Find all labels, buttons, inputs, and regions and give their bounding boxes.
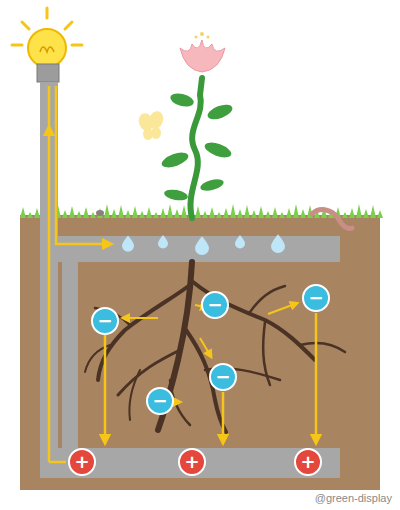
grass-blade	[342, 212, 348, 218]
grass-blade	[104, 204, 110, 218]
electron: −	[146, 387, 174, 415]
grass-blade	[125, 210, 131, 218]
grass-blade	[90, 212, 96, 218]
charge-sign: −	[215, 368, 230, 386]
soil	[20, 215, 380, 490]
butterfly	[136, 109, 165, 140]
stem	[190, 78, 202, 218]
positive-charge: +	[68, 448, 96, 476]
charge-sign: +	[184, 453, 199, 471]
water-drop	[195, 236, 209, 255]
charge-sign: +	[300, 453, 315, 471]
grass-blade	[132, 206, 138, 218]
water-drop	[122, 236, 134, 252]
grass-blade	[76, 211, 82, 218]
electron: −	[91, 307, 119, 335]
grass-blade	[279, 212, 285, 218]
worm	[312, 210, 352, 229]
grass-blade	[62, 210, 68, 218]
water-drop	[271, 234, 285, 253]
positive-charge: +	[294, 448, 322, 476]
charge-sign: −	[152, 392, 167, 410]
grass-blade	[20, 207, 26, 218]
grass-blade	[216, 212, 222, 218]
water-drop	[158, 235, 168, 249]
grass-blade	[202, 211, 208, 218]
bulb-base	[37, 64, 59, 82]
grass-blade	[153, 212, 159, 218]
grass-blade	[83, 207, 89, 218]
grass-blade	[97, 208, 103, 218]
grass-blade	[146, 207, 152, 218]
grass-blade	[160, 208, 166, 218]
grass-blade	[286, 208, 292, 218]
roots	[85, 262, 345, 432]
grass-blade	[377, 210, 383, 218]
charge-sign: −	[97, 312, 112, 330]
charge-sign: −	[308, 289, 323, 307]
water-drops	[122, 234, 285, 255]
grass-blade	[370, 205, 376, 218]
grass-blade	[272, 207, 278, 218]
grass-blade	[293, 204, 299, 218]
grass-blade	[300, 209, 306, 218]
grass-blade	[167, 204, 173, 218]
grass-blade	[230, 204, 236, 218]
grass-blade	[27, 212, 33, 218]
grass-blade	[363, 209, 369, 218]
grass-blade	[174, 209, 180, 218]
grass-blade	[195, 206, 201, 218]
grass-blade	[111, 209, 117, 218]
grass-blade	[237, 209, 243, 218]
flower	[180, 32, 225, 72]
grass-blade	[244, 205, 250, 218]
electron-flow	[105, 313, 316, 440]
grass-blade	[356, 204, 362, 218]
grass-blade	[139, 211, 145, 218]
electron: −	[302, 284, 330, 312]
charge-sign: +	[74, 453, 89, 471]
grass-blade	[69, 206, 75, 218]
grass-blade	[258, 206, 264, 218]
grass-blade	[349, 208, 355, 218]
filament	[40, 47, 54, 52]
light-bulb	[28, 29, 66, 67]
mouse	[96, 210, 104, 216]
wire	[49, 86, 108, 462]
grass-blade	[223, 208, 229, 218]
grass-blade	[265, 211, 271, 218]
grass-blade	[251, 210, 257, 218]
electron-arrows	[125, 304, 295, 402]
leaves	[160, 91, 234, 202]
watermark: @green-display	[315, 492, 392, 504]
positive-charge: +	[178, 448, 206, 476]
grass-blade	[209, 207, 215, 218]
grass-blade	[118, 205, 124, 218]
electron: −	[201, 291, 229, 319]
charge-sign: −	[207, 296, 222, 314]
grass-blade	[34, 208, 40, 218]
electron: −	[209, 363, 237, 391]
grass-blade	[181, 205, 187, 218]
water-drop	[235, 235, 245, 249]
